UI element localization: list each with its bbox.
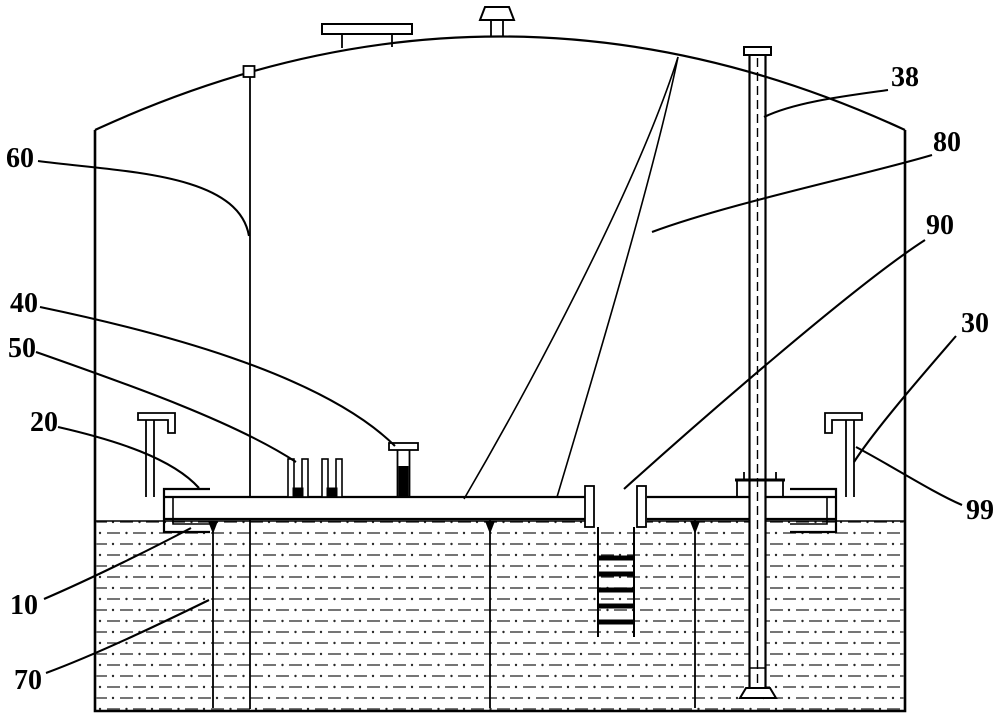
leader-10 <box>43 527 192 600</box>
leader-lines <box>35 88 963 674</box>
label-80: 80 <box>933 127 961 158</box>
label-30: 30 <box>961 308 989 339</box>
deck-fitting-left-pair <box>287 458 343 498</box>
leader-50 <box>35 351 297 463</box>
label-99: 99 <box>966 495 994 526</box>
post-left <box>137 412 176 497</box>
label-60: 60 <box>6 143 34 174</box>
leader-99 <box>855 446 963 506</box>
label-90: 90 <box>926 210 954 241</box>
leader-80 <box>651 153 933 233</box>
mushroom-vent-icon <box>478 6 516 37</box>
guide-cable <box>463 56 679 500</box>
access-ladder <box>597 527 635 637</box>
manway-collar <box>584 485 647 528</box>
leader-60 <box>37 159 251 237</box>
support-legs <box>208 498 700 708</box>
leader-20 <box>57 425 200 489</box>
leader-30 <box>853 335 957 463</box>
label-40: 40 <box>10 288 38 319</box>
roof-nozzle <box>242 65 256 78</box>
roof-manhole-vent <box>321 23 413 48</box>
label-38: 38 <box>891 62 919 93</box>
deck-fitting-tee <box>388 442 419 497</box>
dome-roof <box>94 35 906 131</box>
deck-rim-right <box>790 487 838 534</box>
leader-90 <box>623 239 926 490</box>
floating-deck <box>165 495 835 521</box>
label-70: 70 <box>14 665 42 696</box>
post-right <box>824 412 863 497</box>
leader-38 <box>763 88 889 118</box>
label-50: 50 <box>8 333 36 364</box>
leader-70 <box>45 599 210 674</box>
deck-rim-left <box>162 487 210 534</box>
reference-labels: 60 40 50 20 10 70 38 80 90 30 99 <box>6 62 994 696</box>
liquid-region <box>96 520 904 710</box>
tank-shell <box>93 130 907 713</box>
leader-40 <box>39 305 396 447</box>
label-20: 20 <box>30 407 58 438</box>
label-10: 10 <box>10 590 38 621</box>
pipe-deck-guide <box>735 472 785 496</box>
guide-pipe <box>738 46 778 699</box>
